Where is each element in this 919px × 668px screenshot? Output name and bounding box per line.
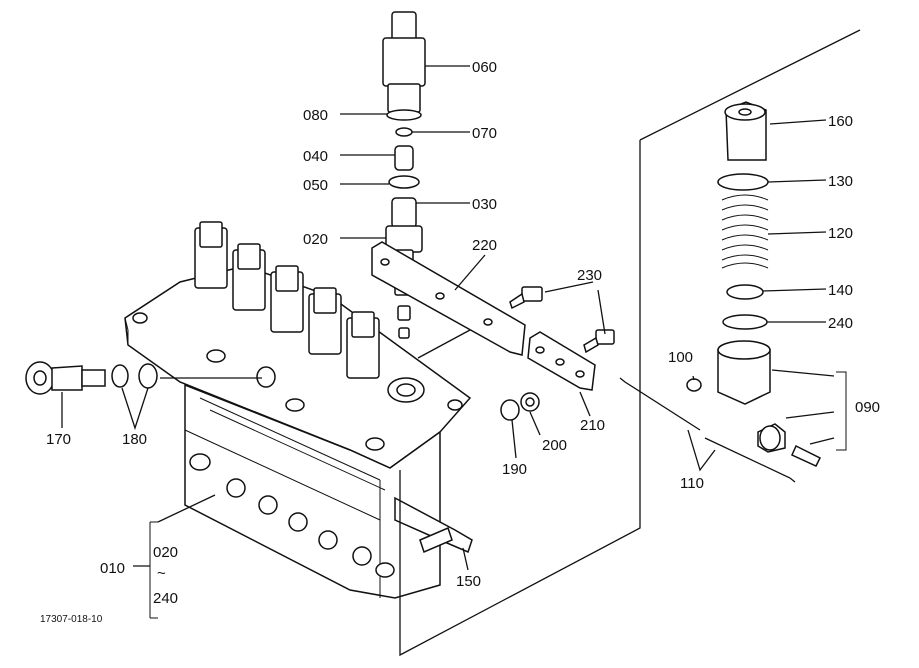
washer-and-nut: [500, 392, 540, 421]
callout-labels: 060 080 070 040 050 030 020 220 230 160 …: [40, 59, 880, 625]
pump-housing: [124, 265, 473, 599]
callout-010-to: 240: [153, 590, 178, 607]
callout-140: 140: [828, 282, 853, 299]
callout-120: 120: [828, 225, 853, 242]
callout-100: 100: [668, 349, 693, 366]
callout-160: 160: [828, 113, 853, 130]
callout-050: 050: [303, 177, 328, 194]
callout-060: 060: [472, 59, 497, 76]
governor-parts: [686, 101, 822, 467]
callout-230: 230: [577, 267, 602, 284]
callout-210: 210: [580, 417, 605, 434]
plates-and-bolts: [371, 241, 615, 391]
callout-020: 020: [303, 231, 328, 248]
callout-170: 170: [46, 431, 71, 448]
callout-240: 240: [828, 315, 853, 332]
control-rod: [619, 377, 796, 483]
callout-190: 190: [502, 461, 527, 478]
exploded-column: [382, 11, 426, 339]
callout-080: 080: [303, 107, 328, 124]
callout-030: 030: [472, 196, 497, 213]
callout-040: 040: [303, 148, 328, 165]
callout-110: 110: [680, 475, 704, 492]
callout-070: 070: [472, 125, 497, 142]
section-boundary: [399, 29, 861, 657]
callout-150: 150: [456, 573, 481, 590]
callout-180: 180: [122, 431, 147, 448]
callout-130: 130: [828, 173, 853, 190]
callout-010-tilde: ~: [157, 565, 166, 582]
callout-220: 220: [472, 237, 497, 254]
leader-lines: [61, 65, 847, 619]
drawing-number: 17307-018-10: [40, 614, 103, 625]
callout-200: 200: [542, 437, 567, 454]
delivery-valve-holders: [194, 221, 380, 379]
banjo-fitting: [25, 361, 158, 395]
callout-010-from: 020: [153, 544, 178, 561]
callout-010: 010: [100, 560, 125, 577]
callout-090: 090: [855, 399, 880, 416]
